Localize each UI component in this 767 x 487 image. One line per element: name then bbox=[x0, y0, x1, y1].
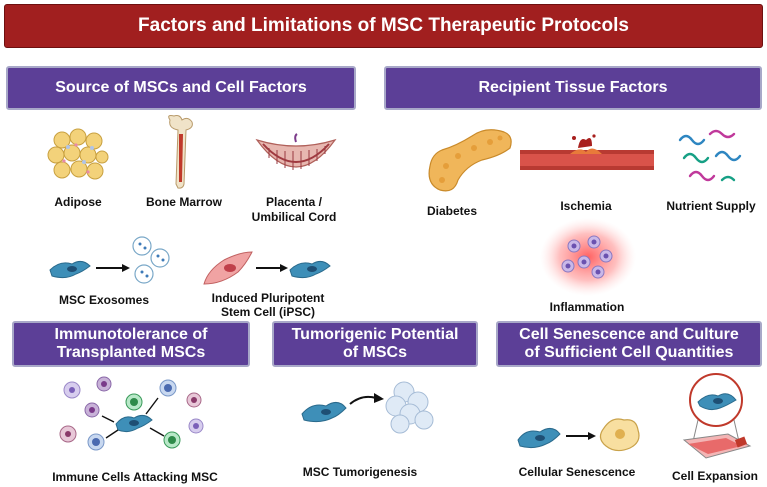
immune-cells-icon bbox=[59, 376, 204, 451]
header-source: Source of MSCs and Cell Factors bbox=[6, 66, 356, 110]
header-source-text: Source of MSCs and Cell Factors bbox=[55, 79, 307, 96]
pancreas-icon bbox=[428, 129, 512, 192]
label-ipsc-1: Induced Pluripotent bbox=[211, 291, 325, 305]
label-inflammation: Inflammation bbox=[549, 300, 625, 314]
ipsc-icon bbox=[203, 251, 331, 285]
label-placenta-2: Umbilical Cord bbox=[251, 210, 337, 224]
tumor-icon bbox=[301, 381, 434, 434]
header-tumor-line1: Tumorigenic Potential bbox=[291, 326, 459, 343]
label-senescence: Cellular Senescence bbox=[518, 465, 636, 479]
header-senescence: Cell Senescence and Culture of Sufficien… bbox=[496, 321, 762, 367]
label-ischemia: Ischemia bbox=[560, 199, 612, 213]
header-senescence-line2: of Sufficient Cell Quantities bbox=[524, 344, 734, 361]
nutrient-icon bbox=[678, 129, 742, 182]
header-immuno-line2: Transplanted MSCs bbox=[56, 344, 206, 361]
exosome-icon bbox=[49, 236, 170, 284]
header-recipient-text: Recipient Tissue Factors bbox=[478, 79, 668, 96]
header-tumor: Tumorigenic Potential of MSCs bbox=[272, 321, 478, 367]
label-tumorigenesis: MSC Tumorigenesis bbox=[302, 465, 418, 479]
placenta-icon bbox=[255, 133, 337, 170]
label-exosomes: MSC Exosomes bbox=[58, 293, 150, 307]
page-title: Factors and Limitations of MSC Therapeut… bbox=[4, 4, 763, 48]
vessel-icon bbox=[520, 134, 654, 170]
label-immune-attack: Immune Cells Attacking MSC bbox=[52, 470, 218, 484]
flask-icon bbox=[682, 373, 752, 459]
header-immuno: Immunotolerance of Transplanted MSCs bbox=[12, 321, 250, 367]
bone-icon bbox=[168, 115, 193, 189]
label-adipose: Adipose bbox=[54, 195, 102, 209]
adipose-icon bbox=[47, 128, 109, 180]
header-recipient: Recipient Tissue Factors bbox=[384, 66, 762, 110]
header-tumor-line2: of MSCs bbox=[343, 344, 407, 361]
label-bone-marrow: Bone Marrow bbox=[145, 195, 222, 209]
senescent-cell-icon bbox=[517, 418, 640, 452]
label-placenta-1: Placenta / bbox=[265, 195, 323, 209]
label-diabetes: Diabetes bbox=[426, 204, 478, 218]
label-ipsc-2: Stem Cell (iPSC) bbox=[220, 305, 316, 319]
header-senescence-line1: Cell Senescence and Culture bbox=[519, 326, 739, 343]
label-nutrient: Nutrient Supply bbox=[666, 199, 756, 213]
header-immuno-line1: Immunotolerance of bbox=[54, 326, 208, 343]
inflammation-icon bbox=[540, 218, 636, 296]
label-expansion: Cell Expansion bbox=[671, 469, 759, 483]
